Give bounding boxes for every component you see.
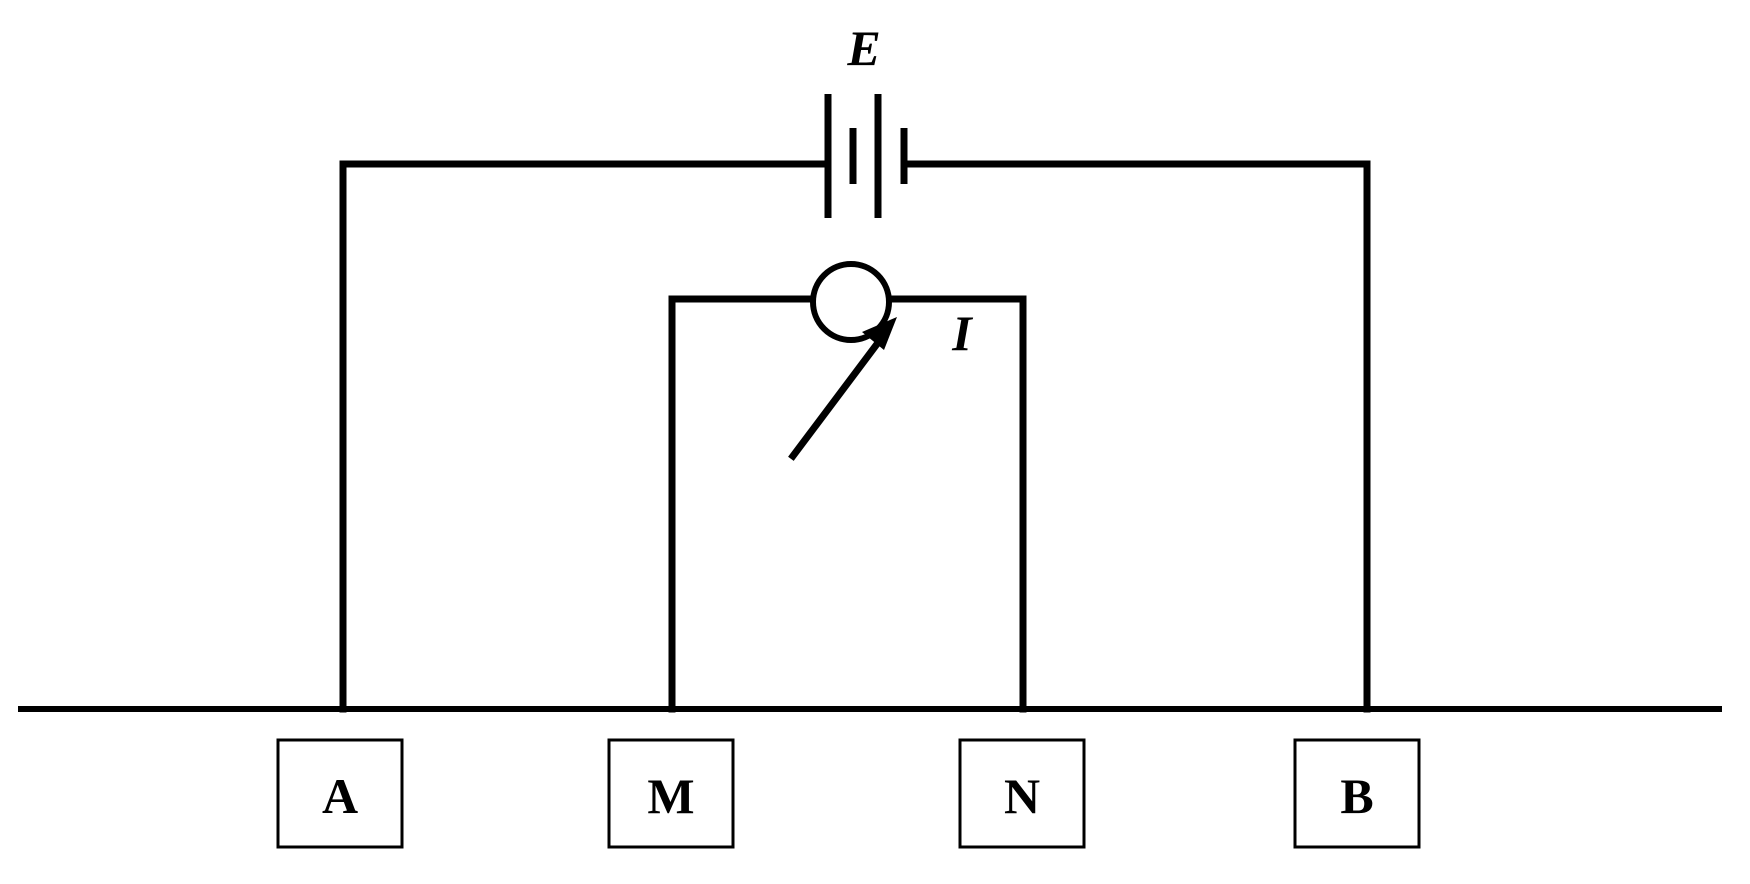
electrode-n: N bbox=[958, 738, 1086, 849]
electrode-m: M bbox=[607, 738, 735, 849]
battery-label: E bbox=[846, 20, 880, 76]
wire-a-to-battery bbox=[339, 160, 832, 713]
electrode-a: A bbox=[276, 738, 404, 849]
wire-meter-to-n bbox=[887, 295, 1027, 713]
wire-m-to-meter bbox=[668, 295, 815, 713]
meter-arrow-shaft bbox=[788, 327, 891, 461]
electrode-b: B bbox=[1293, 738, 1421, 849]
meter-label: I bbox=[951, 305, 973, 361]
meter-circle bbox=[810, 261, 892, 343]
electrode-label: A bbox=[322, 768, 358, 824]
meter-arrow-head bbox=[862, 317, 897, 350]
battery-icon bbox=[824, 94, 908, 218]
wire-battery-to-b bbox=[900, 160, 1371, 713]
electrode-label: B bbox=[1340, 768, 1373, 824]
electrode-label: N bbox=[1004, 768, 1040, 824]
meter-icon bbox=[788, 261, 897, 461]
electrode-label: M bbox=[647, 768, 694, 824]
